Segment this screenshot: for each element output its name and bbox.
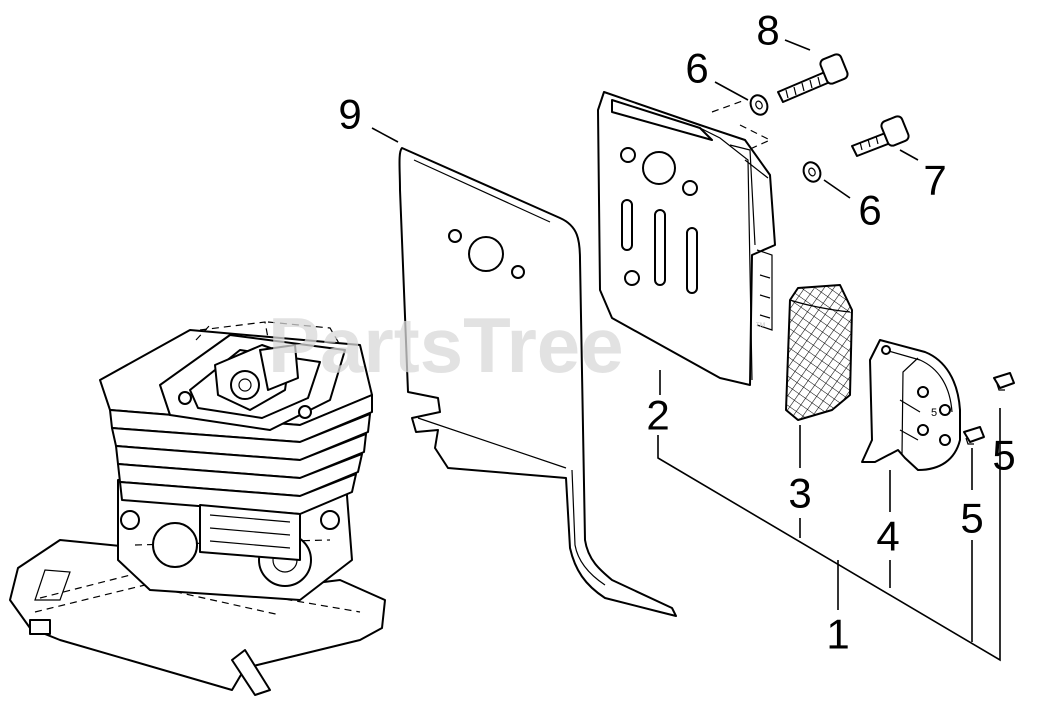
callout-6-lower[interactable]: 6 bbox=[858, 187, 881, 234]
screw-illustrations bbox=[963, 372, 1015, 445]
watermark-text: PartsTree bbox=[268, 301, 624, 389]
muffler-body-illustration bbox=[597, 91, 776, 386]
callout-4[interactable]: 4 bbox=[876, 513, 899, 560]
watermark-trademark: ™ bbox=[755, 321, 766, 333]
heat-shield-plate-illustration bbox=[398, 147, 677, 617]
muffler-cover-mark: 5 bbox=[931, 407, 937, 419]
washer-illustrations bbox=[749, 94, 822, 183]
callout-8[interactable]: 8 bbox=[756, 7, 779, 54]
callout-5-right[interactable]: 5 bbox=[992, 432, 1015, 479]
engine-cylinder-illustration bbox=[9, 321, 386, 696]
leader-lines bbox=[371, 39, 1001, 662]
callout-7[interactable]: 7 bbox=[923, 157, 946, 204]
watermark: PartsTree ™ bbox=[268, 301, 766, 389]
muffler-cover-illustration: 5 bbox=[861, 339, 961, 471]
callout-labels: 9 8 6 7 6 2 3 4 5 5 1 bbox=[338, 7, 1015, 658]
callout-2[interactable]: 2 bbox=[646, 392, 669, 439]
callout-9[interactable]: 9 bbox=[338, 91, 361, 138]
callout-5-left[interactable]: 5 bbox=[960, 495, 983, 542]
spark-arrestor-screen-illustration bbox=[785, 284, 853, 421]
callout-6-top[interactable]: 6 bbox=[685, 45, 708, 92]
callout-1[interactable]: 1 bbox=[826, 611, 849, 658]
callout-3[interactable]: 3 bbox=[788, 470, 811, 517]
bolt-illustrations bbox=[777, 53, 910, 157]
